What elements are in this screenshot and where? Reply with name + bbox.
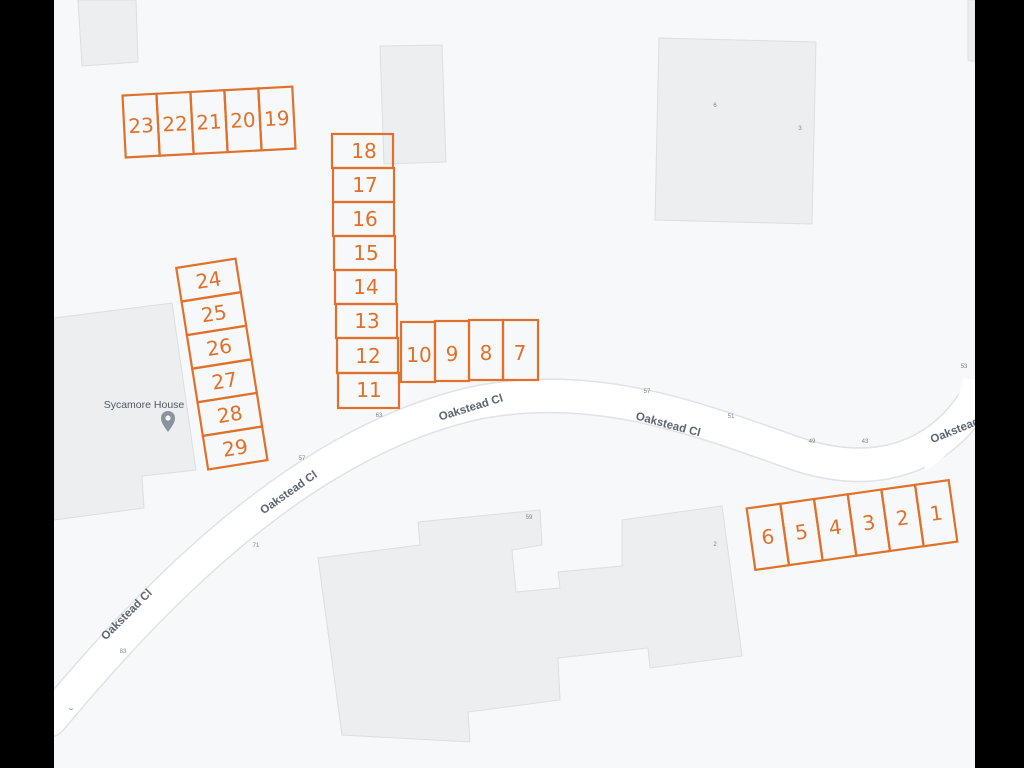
svg-text:23: 23 <box>128 113 155 138</box>
svg-text:7: 7 <box>514 341 527 365</box>
house-numbers: 6 3 63 57 57 51 49 43 53 59 2 71 83 <box>120 103 968 655</box>
parking-bay-10[interactable]: 10 <box>399 320 437 384</box>
svg-text:6: 6 <box>760 524 776 550</box>
poi-label: Sycamore House <box>104 399 185 411</box>
svg-text:18: 18 <box>351 139 376 163</box>
svg-text:27: 27 <box>210 367 239 395</box>
svg-text:15: 15 <box>353 241 378 265</box>
house-number: 57 <box>299 456 306 462</box>
svg-text:4: 4 <box>827 515 843 541</box>
buildings <box>53 0 976 743</box>
parking-bay-22[interactable]: 22 <box>155 90 195 157</box>
left-letterbox <box>0 0 54 768</box>
svg-text:29: 29 <box>221 434 250 462</box>
parking-bays: 1 2 3 4 5 <box>121 85 959 572</box>
map-pin-icon <box>161 411 175 432</box>
svg-text:1: 1 <box>928 500 944 526</box>
house-number: 57 <box>644 389 651 395</box>
house-number: 49 <box>809 439 816 445</box>
svg-text:14: 14 <box>353 275 378 299</box>
parking-bay-19[interactable]: 19 <box>257 85 297 152</box>
parking-bay-13[interactable]: 13 <box>334 302 399 340</box>
house-number: 59 <box>526 515 533 521</box>
building <box>967 0 976 63</box>
svg-text:8: 8 <box>480 341 493 365</box>
svg-text:25: 25 <box>199 300 228 328</box>
svg-text:22: 22 <box>162 111 189 136</box>
parking-bay-29[interactable]: 29 <box>201 425 269 471</box>
parking-bay-12[interactable]: 12 <box>335 336 400 375</box>
svg-text:13: 13 <box>354 309 379 333</box>
house-number: 43 <box>862 439 869 445</box>
road-oakstead-cl <box>32 377 993 738</box>
building <box>379 44 447 165</box>
svg-text:5: 5 <box>794 519 810 545</box>
house-number: 63 <box>376 413 383 419</box>
house-number: 3 <box>798 126 802 132</box>
svg-text:3: 3 <box>861 510 877 536</box>
poi-sycamore-house[interactable]: Sycamore House <box>104 399 185 432</box>
svg-text:11: 11 <box>356 378 381 402</box>
parking-bay-6[interactable]: 6 <box>745 502 791 572</box>
house-number: 2 <box>713 542 717 548</box>
right-letterbox <box>975 0 1024 768</box>
house-number: 53 <box>961 364 968 370</box>
house-number: 6 <box>713 103 717 109</box>
svg-text:16: 16 <box>352 207 377 231</box>
house-number: 71 <box>253 543 260 549</box>
svg-text:12: 12 <box>355 344 380 368</box>
svg-text:9: 9 <box>446 342 459 366</box>
parking-bay-11[interactable]: 11 <box>336 371 401 410</box>
compass-fragment-icon: ˘ <box>68 707 74 721</box>
building <box>77 0 139 67</box>
house-number: 51 <box>728 414 735 420</box>
svg-text:26: 26 <box>205 333 234 361</box>
building <box>654 37 817 225</box>
svg-text:2: 2 <box>895 505 911 531</box>
parking-bay-23[interactable]: 23 <box>121 92 161 159</box>
svg-text:28: 28 <box>215 401 244 429</box>
svg-text:20: 20 <box>230 108 257 133</box>
house-number: 83 <box>120 649 127 655</box>
parking-bay-26[interactable]: 26 <box>185 324 253 370</box>
svg-text:19: 19 <box>264 106 291 131</box>
svg-text:17: 17 <box>352 173 377 197</box>
svg-text:10: 10 <box>406 343 431 367</box>
building <box>317 505 743 743</box>
svg-text:24: 24 <box>194 266 223 294</box>
svg-text:21: 21 <box>196 109 223 134</box>
